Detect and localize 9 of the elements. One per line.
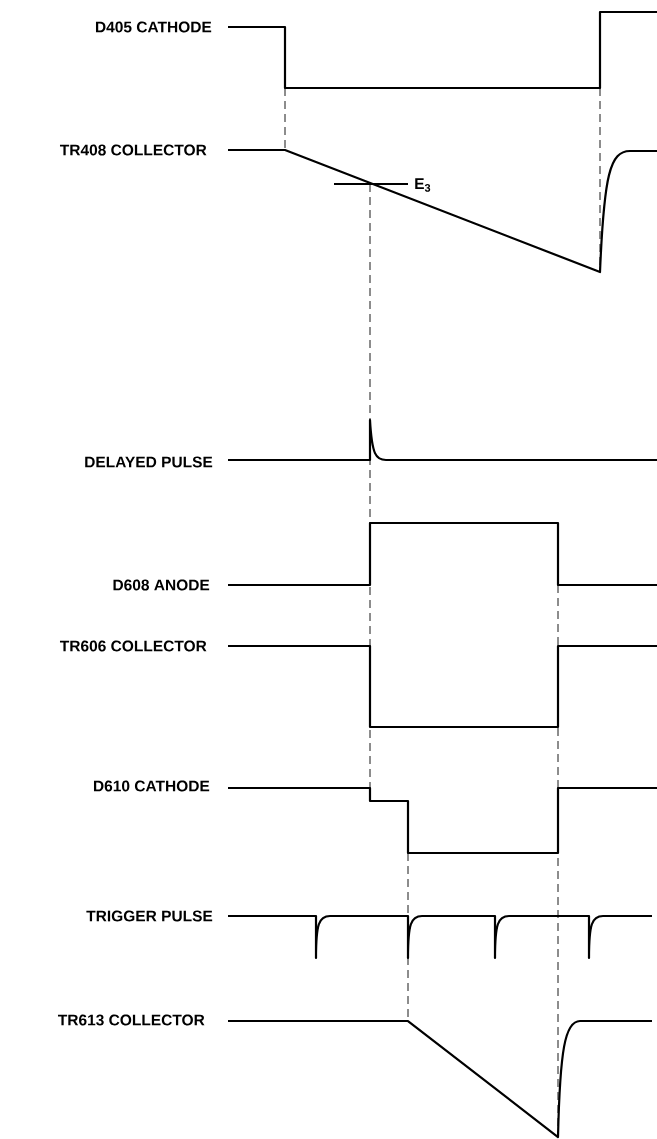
signal-label: TR408 COLLECTOR bbox=[60, 144, 207, 156]
signal-label: D610 CATHODE bbox=[94, 780, 210, 792]
signal-label: E$_{3}$ bbox=[415, 178, 431, 192]
signal-label: D405 CATHODE bbox=[96, 21, 212, 33]
signal-label: D608 ANODE bbox=[113, 579, 210, 591]
signal-label: DELAYED PULSE bbox=[85, 456, 213, 468]
signal-label: TR606 COLLECTOR bbox=[60, 640, 207, 652]
signal-label: TRIGGER PULSE bbox=[86, 910, 213, 922]
signal-label: TR613 COLLECTOR bbox=[58, 1014, 205, 1026]
